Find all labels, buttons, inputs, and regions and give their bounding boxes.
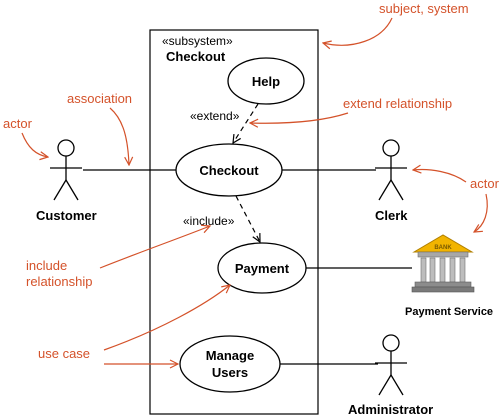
annotation-include-line1: include — [26, 258, 67, 273]
actor-customer[interactable] — [50, 139, 82, 201]
bank-icon[interactable]: BANK — [411, 234, 475, 293]
actor-administrator[interactable] — [375, 334, 407, 396]
annotation-actor-right-arrow-to-clerk — [413, 170, 467, 183]
actor-payment-service-label: Payment Service — [405, 306, 493, 318]
subsystem-stereotype: «subsystem» — [162, 34, 233, 48]
annotation-actor-left-arrow — [21, 132, 48, 157]
actor-clerk-label: Clerk — [375, 208, 408, 223]
annotation-actor-left: actor — [3, 116, 33, 131]
subsystem-name: Checkout — [166, 49, 226, 64]
annotations: subject, system association actor extend… — [3, 1, 500, 364]
annotation-actor-right-arrow-to-bank — [474, 193, 488, 232]
annotation-subject-arrow — [323, 17, 393, 45]
use-case-payment[interactable]: Payment — [217, 242, 307, 294]
actor-clerk[interactable] — [375, 139, 407, 201]
subsystem-boundary — [149, 29, 319, 415]
extend-label: «extend» — [190, 109, 240, 123]
annotation-subject-system: subject, system — [379, 1, 469, 16]
use-case-manage-users-line1: Manage — [206, 348, 254, 363]
use-case-manage-users-line2: Users — [212, 365, 248, 380]
annotation-association: association — [67, 91, 132, 106]
actor-customer-label: Customer — [36, 208, 97, 223]
use-case-help[interactable]: Help — [227, 57, 305, 105]
use-case-checkout-label: Checkout — [199, 163, 259, 178]
use-case-checkout[interactable]: Checkout — [175, 143, 283, 197]
annotation-association-arrow — [109, 107, 129, 165]
annotation-extend-relationship: extend relationship — [343, 96, 452, 111]
extend-arrow — [233, 103, 259, 143]
annotation-use-case: use case — [38, 346, 90, 361]
use-case-manage-users[interactable]: Manage Users — [179, 335, 281, 393]
annotation-actor-right: actor — [470, 176, 500, 191]
actor-administrator-label: Administrator — [348, 402, 433, 417]
use-case-help-label: Help — [252, 74, 280, 89]
use-case-payment-label: Payment — [235, 261, 290, 276]
annotation-include-arrow — [99, 226, 210, 269]
include-arrow — [235, 195, 260, 242]
include-label: «include» — [183, 214, 235, 228]
annotation-include-line2: relationship — [26, 274, 93, 289]
annotation-extend-arrow — [250, 112, 349, 123]
annotation-use-case-arrow-to-payment — [103, 285, 230, 351]
bank-icon-text: BANK — [434, 245, 452, 251]
